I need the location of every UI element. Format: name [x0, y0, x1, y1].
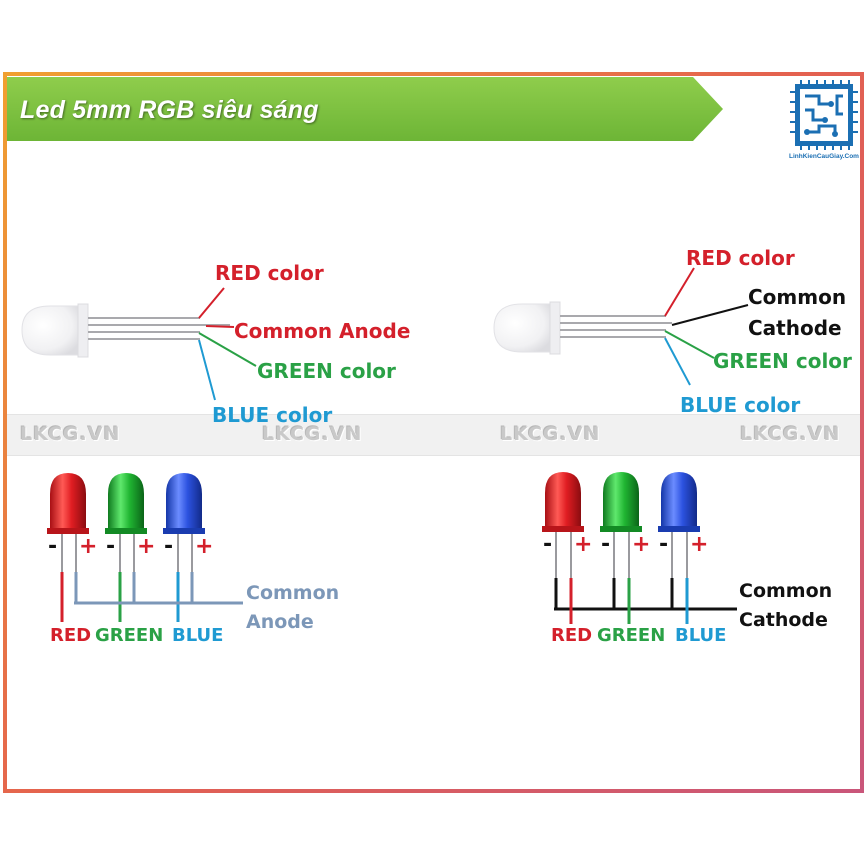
anode-blue-label: BLUE color: [212, 403, 332, 427]
anode-red-label: RED color: [215, 261, 324, 285]
anode-red-plus: +: [79, 534, 97, 559]
anode-leader-lines: [198, 287, 257, 401]
cathode-blue-label: BLUE color: [680, 393, 800, 417]
green-led-icon: [105, 473, 147, 534]
cathode-schematic: [542, 472, 737, 624]
page-title: Led 5mm RGB siêu sáng: [20, 96, 319, 124]
cathode-green-text: GREEN: [597, 625, 665, 646]
anode-common-text-line1: Common: [246, 582, 339, 604]
cathode-led-photo: [493, 301, 672, 355]
watermark-text: LKCG.VN: [740, 423, 841, 445]
cathode-common-text-line1: Common: [739, 580, 832, 602]
watermark-text: LKCG.VN: [500, 423, 601, 445]
logo-text: LinhKienCauGiay.Com: [789, 153, 859, 160]
cathode-red-minus: -: [543, 532, 552, 557]
anode-blue-plus: +: [195, 534, 213, 559]
anode-red-text: RED: [50, 625, 91, 646]
anode-common-label: Common Anode: [234, 319, 410, 343]
red-led-icon: [47, 473, 89, 534]
anode-green-text: GREEN: [95, 625, 163, 646]
blue-led-icon: [658, 472, 700, 532]
cathode-red-label: RED color: [686, 246, 795, 270]
cathode-blue-minus: -: [659, 532, 668, 557]
chip-logo-icon: [790, 80, 858, 150]
anode-red-minus: -: [48, 534, 57, 559]
cathode-common-label-line1: Common: [748, 285, 846, 309]
anode-green-minus: -: [106, 534, 115, 559]
green-led-icon: [600, 472, 642, 532]
anode-common-text-line2: Anode: [246, 611, 314, 633]
anode-blue-text: BLUE: [172, 625, 223, 646]
anode-blue-minus: -: [164, 534, 173, 559]
cathode-green-label: GREEN color: [713, 349, 852, 373]
cathode-leader-lines: [664, 267, 749, 386]
cathode-blue-plus: +: [690, 532, 708, 557]
anode-schematic: [47, 473, 243, 622]
blue-led-icon: [163, 473, 205, 534]
watermark-band: [7, 414, 860, 456]
cathode-green-plus: +: [632, 532, 650, 557]
anode-green-label: GREEN color: [257, 359, 396, 383]
cathode-common-text-line2: Cathode: [739, 609, 828, 631]
anode-led-photo: [21, 303, 230, 358]
cathode-red-text: RED: [551, 625, 592, 646]
watermark-text: LKCG.VN: [20, 423, 121, 445]
watermark-text: LKCG.VN: [262, 423, 363, 445]
cathode-red-plus: +: [574, 532, 592, 557]
cathode-blue-text: BLUE: [675, 625, 726, 646]
red-led-icon: [542, 472, 584, 532]
anode-green-plus: +: [137, 534, 155, 559]
title-banner: [7, 77, 723, 141]
cathode-common-label-line2: Cathode: [748, 316, 842, 340]
cathode-green-minus: -: [601, 532, 610, 557]
